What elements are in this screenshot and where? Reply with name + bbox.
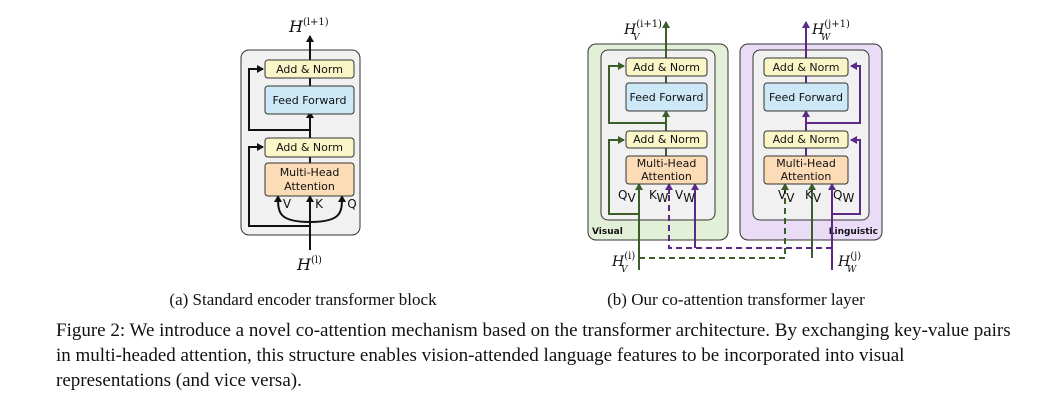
figure-caption: Figure 2: We introduce a novel co-attent… xyxy=(56,320,1011,391)
linguistic-feed-forward-label: Feed Forward xyxy=(769,91,843,104)
linguistic-add-norm-top xyxy=(763,57,849,77)
panel-a-feed-forward-label: Feed Forward xyxy=(273,94,347,107)
panel-a-add-norm-top xyxy=(264,59,355,79)
visual-tag: Visual xyxy=(592,227,623,237)
panel-a-input-k: K xyxy=(315,197,324,211)
visual-add-norm-top xyxy=(625,57,708,77)
panel-a-standard-block: Add & Norm Feed Forward Add & Norm Multi… xyxy=(240,17,361,274)
visual-mha-line2: Attention xyxy=(641,170,692,183)
linguistic-mha-line2: Attention xyxy=(781,170,832,183)
subcaption-b: (b) Our co-attention transformer layer xyxy=(607,290,865,309)
linguistic-multi-head-attention xyxy=(763,155,849,185)
panel-a-input-v: V xyxy=(283,197,292,211)
panel-a-feed-forward xyxy=(264,85,355,115)
subcaption-a: (a) Standard encoder transformer block xyxy=(169,290,437,309)
visual-feed-forward xyxy=(625,82,708,112)
linguistic-add-norm-bottom xyxy=(763,130,849,149)
linguistic-tag: Linguistic xyxy=(829,227,878,237)
visual-add-norm-bottom-label: Add & Norm xyxy=(633,133,700,146)
visual-input-k: KW xyxy=(649,188,668,205)
panel-a-add-norm-bottom-label: Add & Norm xyxy=(276,141,343,154)
visual-output-sub: V xyxy=(633,33,641,43)
linguistic-input-k: KV xyxy=(805,188,822,205)
linguistic-output-label: H(j+1) xyxy=(811,19,850,38)
panel-a-add-norm-bottom xyxy=(264,137,355,158)
panel-a-mha-line1: Multi-Head xyxy=(280,166,340,179)
linguistic-input-q: QW xyxy=(833,188,854,205)
linguistic-feed-forward xyxy=(763,82,849,112)
linguistic-add-norm-top-label: Add & Norm xyxy=(773,61,840,74)
panel-a-add-norm-top-label: Add & Norm xyxy=(276,63,343,76)
panel-b-co-attention-layer: Visual Linguistic Add & Norm Feed Forwar xyxy=(587,19,883,275)
visual-mha-line1: Multi-Head xyxy=(637,157,697,170)
visual-feed-forward-label: Feed Forward xyxy=(630,91,704,104)
linguistic-mha-line1: Multi-Head xyxy=(776,157,836,170)
panel-a-input-q: Q xyxy=(347,197,356,211)
visual-input-q: QV xyxy=(618,188,636,205)
visual-add-norm-top-label: Add & Norm xyxy=(633,61,700,74)
linguistic-input-v: VV xyxy=(778,188,795,205)
visual-output-label: H(i+1) xyxy=(623,19,662,38)
linguistic-output-sub: W xyxy=(821,33,831,43)
panel-a-output-label: H(l+1) xyxy=(288,17,329,36)
linguistic-input-label: H(j) xyxy=(837,251,861,270)
visual-input-label: H(i) xyxy=(611,251,635,270)
visual-add-norm-bottom xyxy=(625,130,708,149)
visual-multi-head-attention xyxy=(625,155,708,185)
visual-input-v: VW xyxy=(675,188,695,205)
linguistic-add-norm-bottom-label: Add & Norm xyxy=(773,133,840,146)
panel-a-input-label: H(l) xyxy=(296,255,322,274)
linguistic-input-sub: W xyxy=(847,265,857,275)
panel-a-multi-head-attention xyxy=(264,162,355,197)
visual-input-sub: V xyxy=(621,265,629,275)
panel-a-mha-line2: Attention xyxy=(284,180,335,193)
